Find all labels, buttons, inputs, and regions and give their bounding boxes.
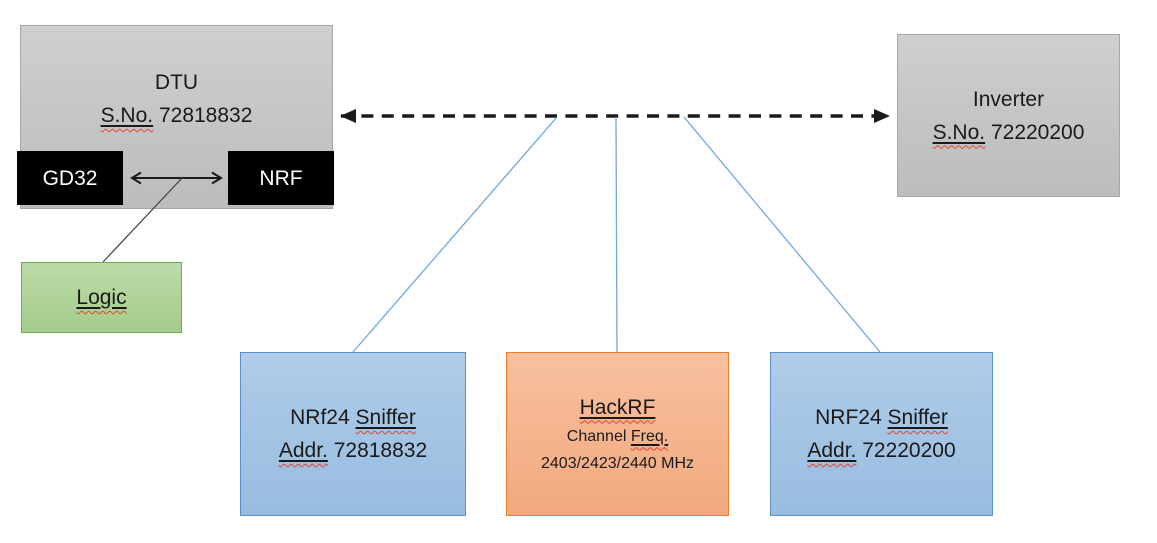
logic-label: Logic	[76, 286, 127, 309]
sniffer-left-name: NRf24 Sniffer	[290, 406, 416, 429]
inverter-serial-label: S.No.	[932, 120, 986, 144]
nrf-chip-box: NRF	[228, 151, 334, 205]
sniffer-right-connector-line	[683, 116, 881, 353]
dtu-serial: S.No. 72818832	[101, 99, 253, 132]
hackrf-box: HackRF Channel Freq. 2403/2423/2440 MHz	[506, 352, 729, 516]
hackrf-connector-line	[615, 116, 618, 353]
sniffer-left-address: Addr. 72818832	[278, 439, 428, 462]
inverter-serial: S.No. 72220200	[933, 116, 1085, 149]
logic-box: Logic	[21, 262, 182, 333]
gd32-label: GD32	[42, 166, 98, 190]
nrf-label: NRF	[259, 166, 303, 190]
inverter-box: Inverter S.No. 72220200	[897, 34, 1120, 197]
inverter-serial-value: 72220200	[990, 120, 1085, 144]
dtu-title: DTU	[154, 71, 199, 94]
sniffer-right-box: NRF24 Sniffer Addr. 72220200	[770, 352, 993, 516]
sniffer-right-address: Addr. 72220200	[807, 439, 956, 462]
inverter-title: Inverter	[972, 87, 1045, 111]
hackrf-title: HackRF	[579, 395, 656, 419]
sniffer-left-box: NRf24 Sniffer Addr. 72818832	[240, 352, 466, 516]
sniffer-left-connector-line	[352, 116, 558, 353]
hackrf-frequencies: 2403/2423/2440 MHz	[541, 454, 694, 472]
gd32-chip-box: GD32	[17, 151, 123, 205]
dtu-serial-label: S.No.	[100, 104, 154, 127]
sniffer-right-name: NRF24 Sniffer	[815, 406, 948, 429]
hackrf-channel-label: Channel Freq.	[566, 427, 669, 445]
dtu-serial-value: 72818832	[158, 104, 253, 127]
